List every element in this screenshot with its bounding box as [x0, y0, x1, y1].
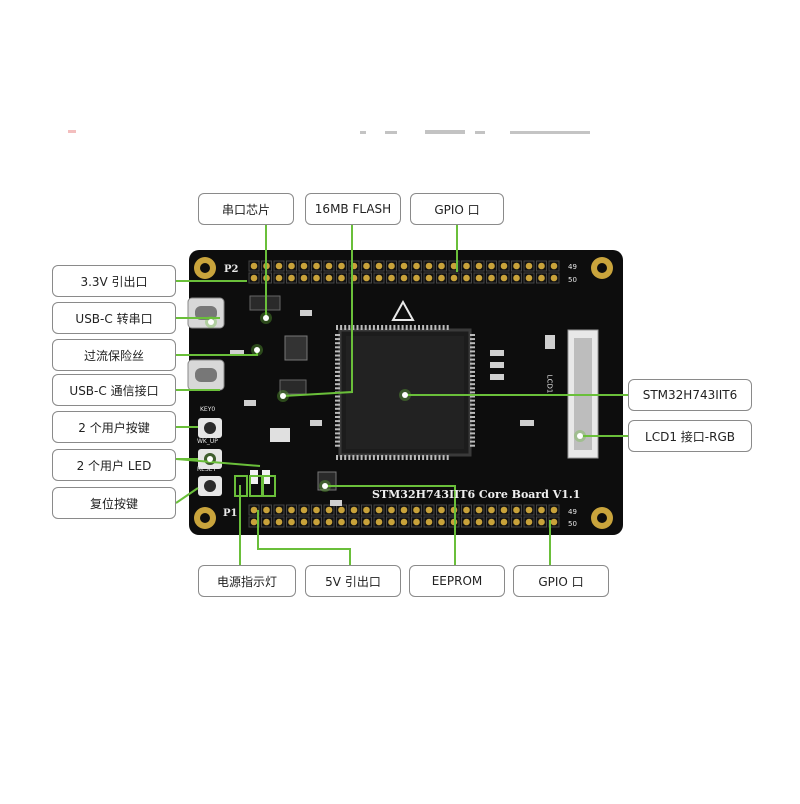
leader-anchor-dots: [204, 312, 586, 497]
board-logo: [391, 299, 415, 321]
board-pin-50-top: 50: [568, 276, 577, 284]
board-label-lcd1: LCD1: [545, 374, 554, 394]
board-pin-50-bottom: 50: [568, 520, 577, 528]
board-label-p2: P2: [224, 264, 239, 275]
callout-reset-key: 复位按键: [52, 487, 176, 519]
pin-header-bottom: [248, 504, 560, 528]
board-pin-49-bottom: 49: [568, 508, 577, 516]
board-label-p1: P1: [223, 508, 238, 519]
callout-user-leds: 2 个用户 LED: [52, 449, 176, 481]
callout-gpio-top: GPIO 口: [410, 193, 504, 225]
callout-uart-chip: 串口芯片: [198, 193, 294, 225]
board-label-reset: RESET: [197, 466, 217, 473]
callout-3v3-out: 3.3V 引出口: [52, 265, 176, 297]
callout-user-keys: 2 个用户按键: [52, 411, 176, 443]
board-label-wkup: WK_UP: [197, 438, 218, 445]
callout-flash: 16MB FLASH: [305, 193, 401, 225]
callout-usbc-comm: USB-C 通信接口: [52, 374, 176, 406]
callout-gpio-bottom: GPIO 口: [513, 565, 609, 597]
board-title: STM32H743IIT6 Core Board V1.1: [372, 488, 581, 501]
mcu-chip-pins: [335, 325, 475, 460]
board-label-key0: KEY0: [200, 406, 216, 413]
callout-lcd: LCD1 接口-RGB: [628, 420, 752, 452]
callout-5v-out: 5V 引出口: [305, 565, 401, 597]
callout-mcu: STM32H743IIT6: [628, 379, 752, 411]
faded-header-marks: [68, 130, 590, 134]
callout-eeprom: EEPROM: [409, 565, 505, 597]
callout-fuse: 过流保险丝: [52, 339, 176, 371]
pin-header-top: [248, 260, 560, 284]
callout-usbc-uart: USB-C 转串口: [52, 302, 176, 334]
callout-power-led: 电源指示灯: [198, 565, 296, 597]
board-pin-49-top: 49: [568, 263, 577, 271]
